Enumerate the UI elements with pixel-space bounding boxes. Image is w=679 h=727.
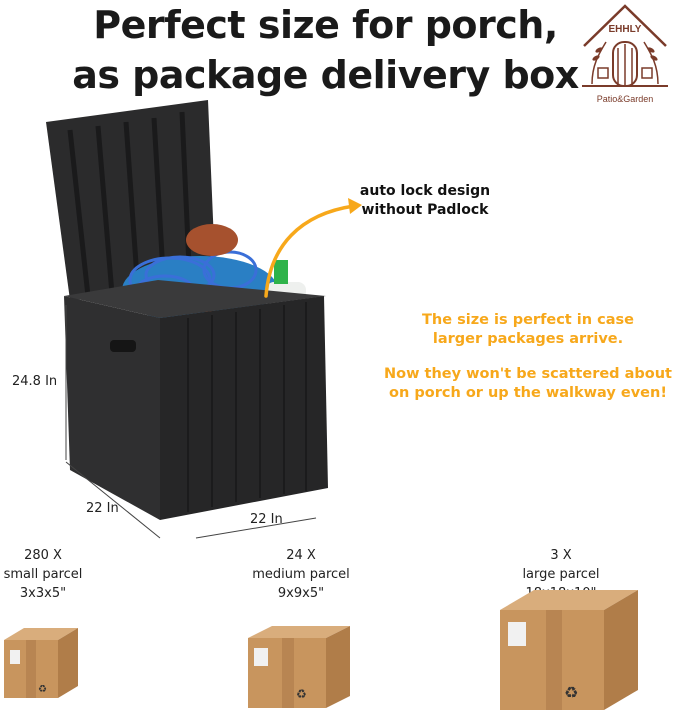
headline-line-1: Perfect size for porch, — [93, 3, 558, 47]
callout-line-2: without Padlock — [361, 202, 489, 218]
width-dimension-label: 22 In — [250, 512, 283, 527]
parcel-label-small: 280 X small parcel 3x3x5" — [0, 546, 118, 603]
medium-parcel-box-icon: ♻ — [248, 626, 350, 708]
house-logo-icon: EHHLY Patio&Garden — [582, 4, 668, 104]
parcel-name: large parcel — [522, 567, 600, 582]
parcel-size: 3x3x5" — [19, 586, 67, 601]
curved-arrow-icon — [264, 198, 362, 298]
parcel-count: 24 X — [286, 548, 316, 563]
callout-line-1: auto lock design — [359, 183, 491, 199]
logo-brand-text: EHHLY — [609, 24, 642, 35]
dimension-lines — [65, 305, 317, 539]
svg-text:♻: ♻ — [38, 684, 47, 695]
info-line-3: Now they won't be scattered about — [384, 366, 672, 382]
info-paragraph-2: Now they won't be scattered about on por… — [378, 365, 678, 403]
info-line-4: on porch or up the walkway even! — [389, 385, 667, 401]
parcel-size: 9x9x5" — [277, 586, 325, 601]
brand-logo: EHHLY Patio&Garden — [572, 2, 678, 114]
info-paragraph-1: The size is perfect in case larger packa… — [378, 311, 678, 349]
parcel-label-medium: 24 X medium parcel 9x9x5" — [226, 546, 376, 603]
height-dimension-label: 24.8 In — [12, 374, 58, 389]
svg-text:♻: ♻ — [564, 683, 578, 702]
parcel-count: 3 X — [550, 548, 572, 563]
svg-text:♻: ♻ — [296, 687, 307, 701]
parcel-name: medium parcel — [252, 567, 350, 582]
deck-box-illustration — [46, 100, 328, 520]
parcel-count: 280 X — [24, 548, 62, 563]
headline-line-2: as package delivery box — [72, 53, 579, 97]
info-line-1: The size is perfect in case — [422, 312, 634, 328]
small-parcel-box-icon: ♻ — [4, 628, 78, 698]
large-parcel-box-icon: ♻ — [500, 590, 638, 710]
parcel-name: small parcel — [3, 567, 83, 582]
depth-dimension-label: 22 In — [86, 501, 119, 516]
logo-tagline-text: Patio&Garden — [597, 94, 654, 104]
auto-lock-callout: auto lock design without Padlock — [340, 182, 510, 220]
info-line-2: larger packages arrive. — [432, 331, 624, 347]
